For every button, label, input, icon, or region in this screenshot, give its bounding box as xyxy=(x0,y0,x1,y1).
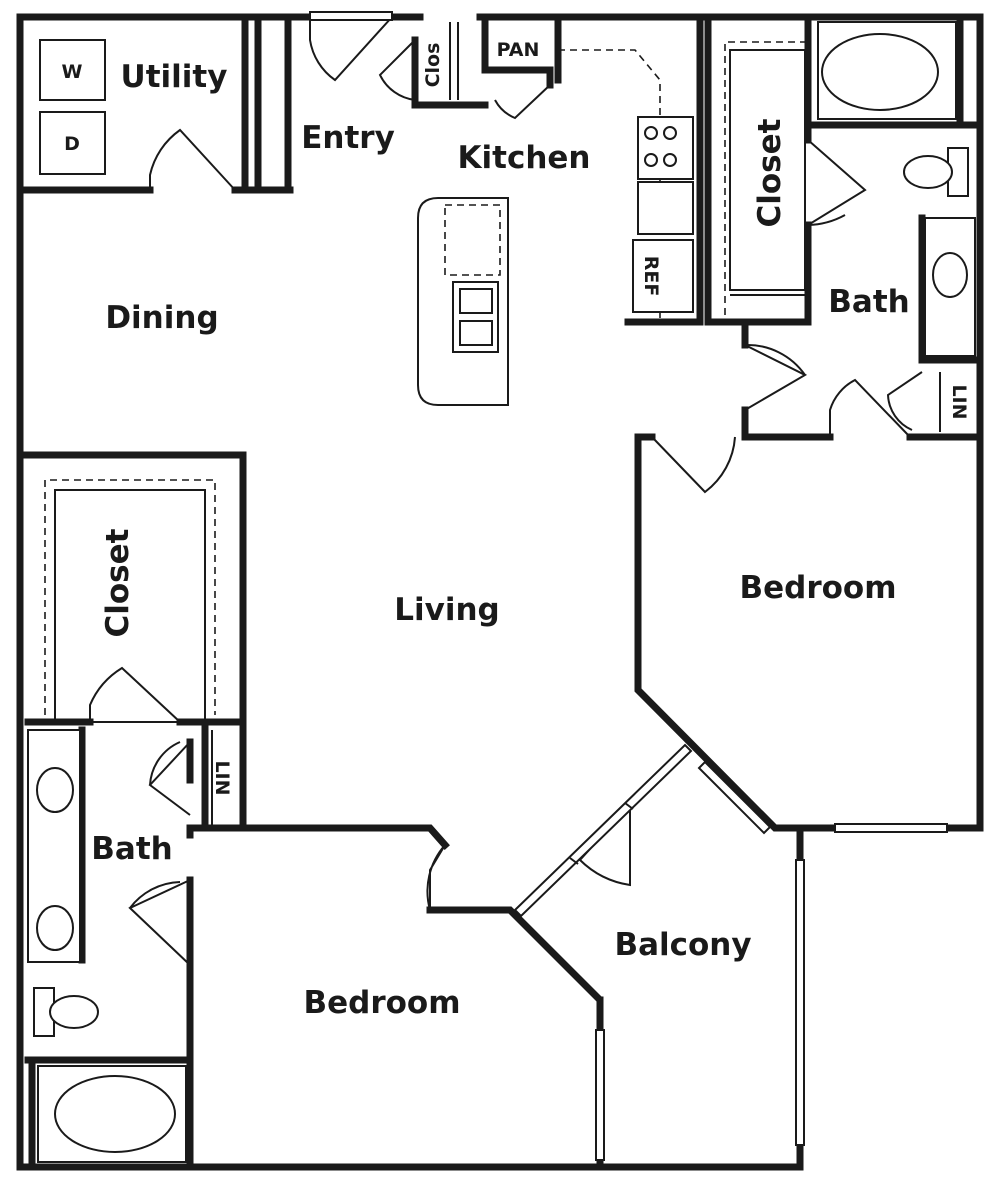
sink-right xyxy=(932,252,968,298)
tub-left xyxy=(37,1065,187,1163)
label-pantry: PAN xyxy=(497,39,540,61)
label-linen-left: LIN xyxy=(211,760,233,795)
walls xyxy=(16,13,984,1171)
label-clos: Clos xyxy=(422,43,444,88)
refrigerator-icon xyxy=(632,239,694,313)
label-kitchen: Kitchen xyxy=(457,140,590,176)
washer-box xyxy=(39,39,106,101)
label-closet-left: Closet xyxy=(100,528,136,637)
doors xyxy=(89,16,923,966)
toilet-left xyxy=(49,995,99,1029)
label-utility: Utility xyxy=(121,59,228,95)
label-bedroom-right: Bedroom xyxy=(739,570,896,606)
sink-left-top xyxy=(36,767,74,813)
label-washer: W xyxy=(62,61,83,83)
fixtures xyxy=(27,11,976,1163)
label-living: Living xyxy=(394,592,499,628)
label-bath-right: Bath xyxy=(828,284,909,320)
label-refrigerator: REF xyxy=(640,256,662,297)
room-labels: Utility Entry Kitchen Dining Living Bedr… xyxy=(91,59,909,1021)
label-balcony: Balcony xyxy=(614,927,751,963)
windows xyxy=(513,743,948,1161)
label-bedroom-bottom: Bedroom xyxy=(303,985,460,1021)
label-dryer: D xyxy=(64,133,80,155)
dryer-box xyxy=(39,111,106,175)
toilet-right xyxy=(903,155,953,189)
label-bath-left: Bath xyxy=(91,831,172,867)
label-linen-right: LIN xyxy=(948,384,970,419)
label-dining: Dining xyxy=(105,300,218,336)
fixture-labels: W D Clos PAN REF LIN LIN xyxy=(62,39,970,796)
range-icon xyxy=(637,116,694,180)
label-closet-right: Closet xyxy=(752,118,788,227)
label-entry: Entry xyxy=(301,120,395,156)
sink-left-bottom xyxy=(36,905,74,951)
tub-right xyxy=(817,21,957,120)
